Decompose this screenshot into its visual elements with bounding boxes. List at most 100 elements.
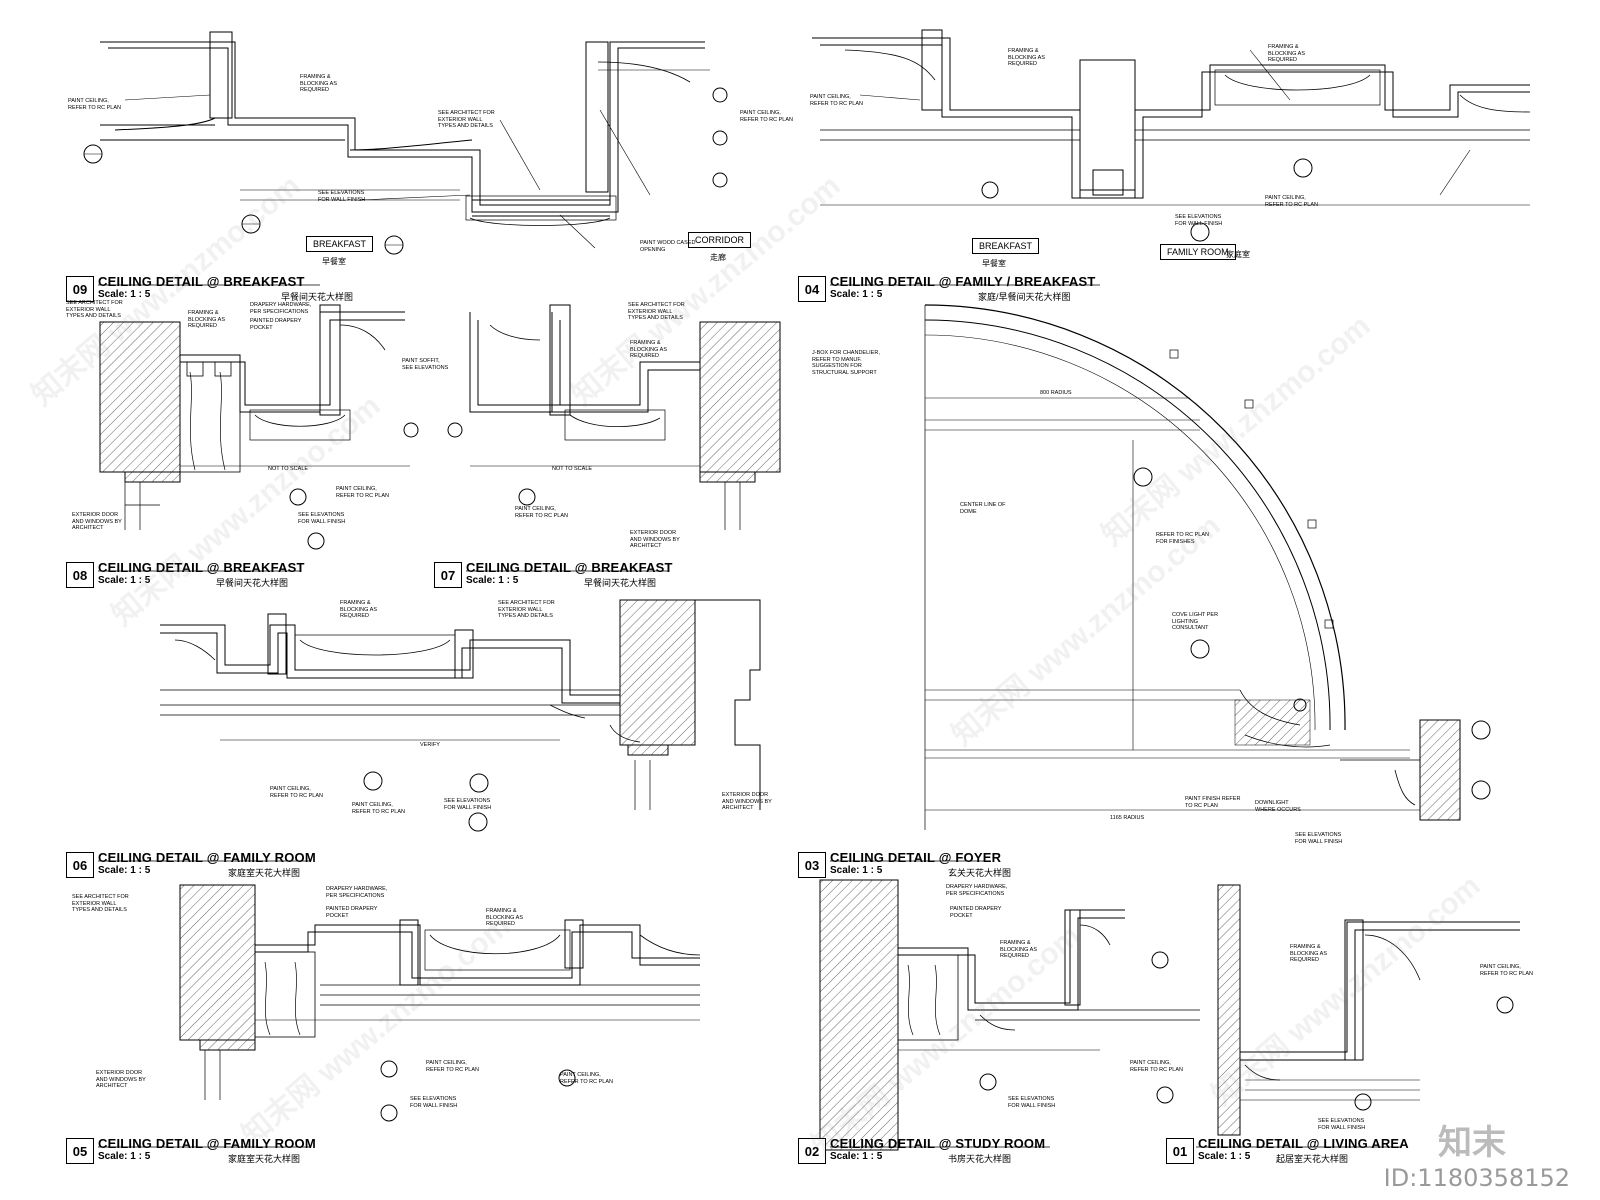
note-not-to-scale: NOT TO SCALE	[268, 466, 309, 472]
note-not-to-scale: NOT TO SCALE	[552, 466, 593, 472]
room-tag-family-room: FAMILY ROOM	[1160, 244, 1236, 260]
note-painted-pocket: PAINTED DRAPERY POCKET	[950, 906, 1002, 919]
note-see-architect: SEE ARCHITECT FOR EXTERIOR WALL TYPES AN…	[72, 894, 129, 913]
note-framing: FRAMING & BLOCKING AS REQUIRED	[630, 340, 667, 359]
note-framing: FRAMING & BLOCKING AS REQUIRED	[340, 600, 377, 619]
note-framing: FRAMING & BLOCKING AS REQUIRED	[1268, 44, 1305, 63]
note-paint-ceiling: PAINT CEILING, REFER TO RC PLAN	[810, 94, 863, 107]
detail-title-cn: 早餐间天花大样图	[216, 578, 289, 588]
note-see-elevations: SEE ELEVATIONS FOR WALL FINISH	[444, 798, 492, 811]
note-painted-pocket: PAINTED DRAPERY POCKET	[250, 318, 302, 331]
note-framing: FRAMING & BLOCKING AS REQUIRED	[1000, 940, 1037, 959]
detail-title: CEILING DETAIL @ BREAKFAST	[466, 560, 673, 575]
note-paint-ceiling: PAINT CEILING, REFER TO RC PLAN	[352, 802, 405, 815]
note-drapery: DRAPERY HARDWARE, PER SPECIFICATIONS	[326, 886, 388, 899]
note-radius-1165: 1165 RADIUS	[1110, 815, 1145, 821]
note-downlight: DOWNLIGHT WHERE OCCURS	[1255, 800, 1301, 813]
note-exterior-door: EXTERIOR DOOR AND WINDOWS BY ARCHITECT	[96, 1070, 146, 1089]
note-center-line: CENTER LINE OF DOME	[960, 502, 1006, 515]
note-drapery: DRAPERY HARDWARE, PER SPECIFICATIONS	[946, 884, 1008, 897]
detail-03-drawing	[924, 304, 1491, 830]
detail-title: CEILING DETAIL @ BREAKFAST	[98, 560, 305, 575]
detail-number: 03	[798, 852, 826, 878]
note-see-elevations: SEE ELEVATIONS FOR WALL FINISH	[1295, 832, 1343, 845]
room-tag-breakfast: BREAKFAST	[972, 238, 1040, 254]
note-see-elevations: SEE ELEVATIONS FOR WALL FINISH	[318, 190, 366, 203]
detail-06-drawing	[160, 599, 761, 832]
title-underlines	[98, 284, 1400, 1148]
note-paint-ceiling: PAINT CEILING, REFER TO RC PLAN	[426, 1060, 479, 1073]
note-paint-ceiling: PAINT CEILING, REFER TO RC PLAN	[1130, 1060, 1183, 1073]
room-tag-breakfast-cn: 早餐室	[982, 259, 1006, 268]
image-id: ID:1180358152	[1383, 1164, 1570, 1192]
note-framing: FRAMING & BLOCKING AS REQUIRED	[188, 310, 225, 329]
note-paint-soffit: PAINT SOFFIT, SEE ELEVATIONS	[402, 358, 449, 371]
note-see-architect: SEE ARCHITECT FOR EXTERIOR WALL TYPES AN…	[66, 300, 123, 319]
detail-scale: Scale: 1 : 5	[830, 289, 883, 300]
note-paint-ceiling: PAINT CEILING, REFER TO RC PLAN	[270, 786, 323, 799]
detail-title: CEILING DETAIL @ FAMILY ROOM	[98, 1136, 316, 1151]
detail-02-drawing	[819, 879, 1200, 1151]
detail-scale: Scale: 1 : 5	[466, 575, 519, 586]
detail-number: 06	[66, 852, 94, 878]
room-tag-corridor: CORRIDOR	[688, 232, 751, 248]
detail-number: 09	[66, 276, 94, 302]
detail-title: CEILING DETAIL @ FOYER	[830, 850, 1002, 865]
detail-number: 08	[66, 562, 94, 588]
note-see-elevations: SEE ELEVATIONS FOR WALL FINISH	[298, 512, 346, 525]
detail-scale: Scale: 1 : 5	[98, 289, 151, 300]
note-framing: FRAMING & BLOCKING AS REQUIRED	[1290, 944, 1327, 963]
detail-number: 01	[1166, 1138, 1194, 1164]
note-painted-pocket: PAINTED DRAPERY POCKET	[326, 906, 378, 919]
detail-07-drawing	[447, 304, 781, 530]
detail-title-cn: 早餐间天花大样图	[584, 578, 657, 588]
note-see-elevations: SEE ELEVATIONS FOR WALL FINISH	[410, 1096, 458, 1109]
note-paint-wood: PAINT WOOD CASED OPENING	[640, 240, 696, 253]
detail-number: 04	[798, 276, 826, 302]
detail-scale: Scale: 1 : 5	[830, 865, 883, 876]
note-framing: FRAMING & BLOCKING AS REQUIRED	[486, 908, 523, 927]
detail-title-cn: 家庭/早餐间天花大样图	[978, 292, 1071, 302]
detail-title: CEILING DETAIL @ LIVING AREA	[1198, 1136, 1409, 1151]
detail-04-drawing	[812, 29, 1531, 242]
note-see-elevations: SEE ELEVATIONS FOR WALL FINISH	[1175, 214, 1223, 227]
note-paint-finish: PAINT FINISH REFER TO RC PLAN	[1185, 796, 1241, 809]
detail-title: CEILING DETAIL @ FAMILY / BREAKFAST	[830, 274, 1096, 289]
detail-09-drawing	[83, 31, 728, 255]
room-tag-corridor-cn: 走廊	[710, 253, 726, 262]
note-see-architect: SEE ARCHITECT FOR EXTERIOR WALL TYPES AN…	[628, 302, 685, 321]
detail-scale: Scale: 1 : 5	[1198, 1151, 1251, 1162]
note-paint-ceiling: PAINT CEILING, REFER TO RC PLAN	[336, 486, 389, 499]
detail-number: 02	[798, 1138, 826, 1164]
note-framing: FRAMING & BLOCKING AS REQUIRED	[1008, 48, 1045, 67]
note-paint-ceiling: PAINT CEILING, REFER TO RC PLAN	[515, 506, 568, 519]
detail-08-drawing	[99, 304, 419, 550]
detail-scale: Scale: 1 : 5	[98, 1151, 151, 1162]
note-radius-800: 800 RADIUS	[1040, 390, 1072, 396]
detail-number: 07	[434, 562, 462, 588]
note-verify: VERIFY	[420, 742, 440, 748]
note-see-architect: SEE ARCHITECT FOR EXTERIOR WALL TYPES AN…	[438, 110, 495, 129]
note-cove-light: COVE LIGHT PER LIGHTING CONSULTANT	[1172, 612, 1219, 631]
note-paint-ceiling: PAINT CEILING, REFER TO RC PLAN	[560, 1072, 613, 1085]
note-exterior-door: EXTERIOR DOOR AND WINDOWS BY ARCHITECT	[630, 530, 680, 549]
room-tag-breakfast-cn: 早餐室	[322, 257, 346, 266]
detail-01-drawing	[1217, 884, 1520, 1136]
detail-title-cn: 早餐间天花大样图	[281, 292, 354, 302]
note-exterior-door: EXTERIOR DOOR AND WINDOWS BY ARCHITECT	[72, 512, 122, 531]
note-see-elevations: SEE ELEVATIONS FOR WALL FINISH	[1008, 1096, 1056, 1109]
detail-05-drawing	[179, 884, 701, 1122]
note-refer-rc-finishes: REFER TO RC PLAN FOR FINISHES	[1156, 532, 1209, 545]
detail-title: CEILING DETAIL @ FAMILY ROOM	[98, 850, 316, 865]
note-paint-ceiling: PAINT CEILING, REFER TO RC PLAN	[68, 98, 121, 111]
detail-title: CEILING DETAIL @ STUDY ROOM	[830, 1136, 1046, 1151]
note-jbox: J-BOX FOR CHANDELIER, REFER TO MANUF. SU…	[812, 350, 880, 376]
note-drapery: DRAPERY HARDWARE, PER SPECIFICATIONS	[250, 302, 312, 315]
detail-title-cn: 家庭室天花大样图	[228, 1154, 301, 1164]
detail-title: CEILING DETAIL @ BREAKFAST	[98, 274, 305, 289]
note-see-elevations: SEE ELEVATIONS FOR WALL FINISH	[1318, 1118, 1366, 1131]
brand-logo: 知末	[1438, 1123, 1506, 1163]
detail-title-cn: 家庭室天花大样图	[228, 868, 301, 878]
